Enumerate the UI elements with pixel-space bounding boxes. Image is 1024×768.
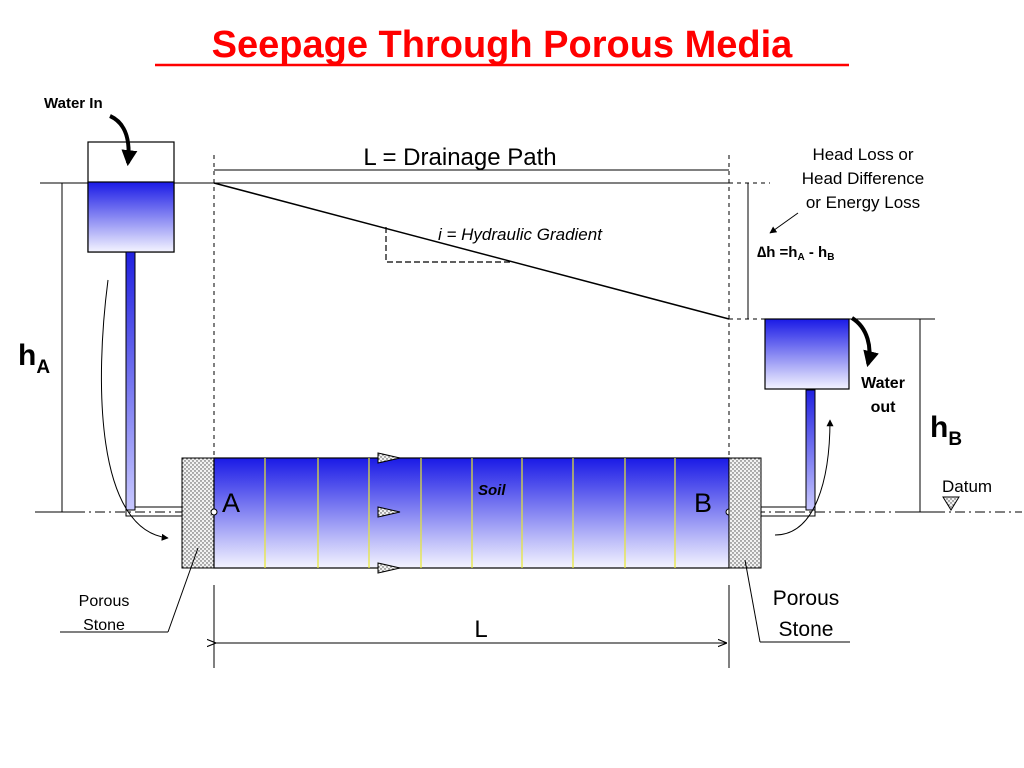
- porous-stone-right-label-2: Stone: [779, 618, 834, 641]
- left-reservoir-water: [87, 181, 175, 253]
- soil-grid-lines: [264, 458, 676, 568]
- delta-h-equation: ∆h =hA - hB: [757, 244, 834, 263]
- hb-label: hB: [930, 411, 962, 450]
- porous-stone-right: [728, 457, 762, 569]
- soil-label: Soil: [478, 482, 506, 499]
- head-loss-label-1: Head Loss or: [812, 145, 913, 164]
- gradient-triangle: [385, 227, 512, 263]
- water-out-arrow: [850, 316, 879, 368]
- left-flow-arrow: [100, 279, 169, 541]
- porous-stone-left: [181, 457, 215, 569]
- left-tube-inner: [134, 252, 182, 508]
- right-tube-inner: [761, 390, 807, 508]
- flow-arrowhead-bottom: [377, 562, 401, 574]
- page-title: Seepage Through Porous Media: [212, 24, 793, 66]
- datum-symbol: [942, 496, 960, 511]
- right-tube-outline: [761, 390, 816, 517]
- head-loss-label-2: Head Difference: [802, 169, 925, 188]
- water-in-arrow: [109, 114, 138, 167]
- porous-stone-right-label-1: Porous: [773, 587, 840, 610]
- porous-stone-left-label-1: Porous: [79, 593, 130, 610]
- left-tube-outline: [125, 252, 182, 517]
- datum-label: Datum: [942, 477, 992, 496]
- flow-arrowhead-middle: [377, 506, 401, 518]
- head-loss-label-3: or Energy Loss: [806, 193, 920, 212]
- head-loss-pointer: [769, 212, 799, 234]
- point-a-marker: [210, 508, 218, 516]
- right-tube-vertical: [805, 389, 816, 511]
- water-in-label: Water In: [44, 95, 103, 112]
- porous-stone-left-label-2: Stone: [83, 617, 125, 634]
- drainage-path-label: L = Drainage Path: [363, 144, 556, 171]
- right-flow-arrow: [774, 419, 834, 536]
- ha-label: hA: [18, 339, 50, 378]
- length-label: L: [474, 616, 487, 643]
- porous-stone-right-leader: [744, 559, 761, 643]
- hydraulic-gradient-line: [213, 182, 730, 320]
- right-reservoir: [764, 318, 850, 390]
- flow-arrowhead-top: [377, 452, 401, 464]
- point-a-label: A: [222, 488, 240, 518]
- hydraulic-gradient-label: i = Hydraulic Gradient: [438, 225, 603, 244]
- flow-arrowheads: [377, 452, 401, 574]
- point-b-label: B: [694, 488, 712, 518]
- water-out-label-2: out: [871, 399, 897, 416]
- left-tube-vertical: [125, 251, 136, 511]
- porous-stone-left-leader: [167, 547, 199, 633]
- water-out-label-1: Water: [861, 375, 905, 392]
